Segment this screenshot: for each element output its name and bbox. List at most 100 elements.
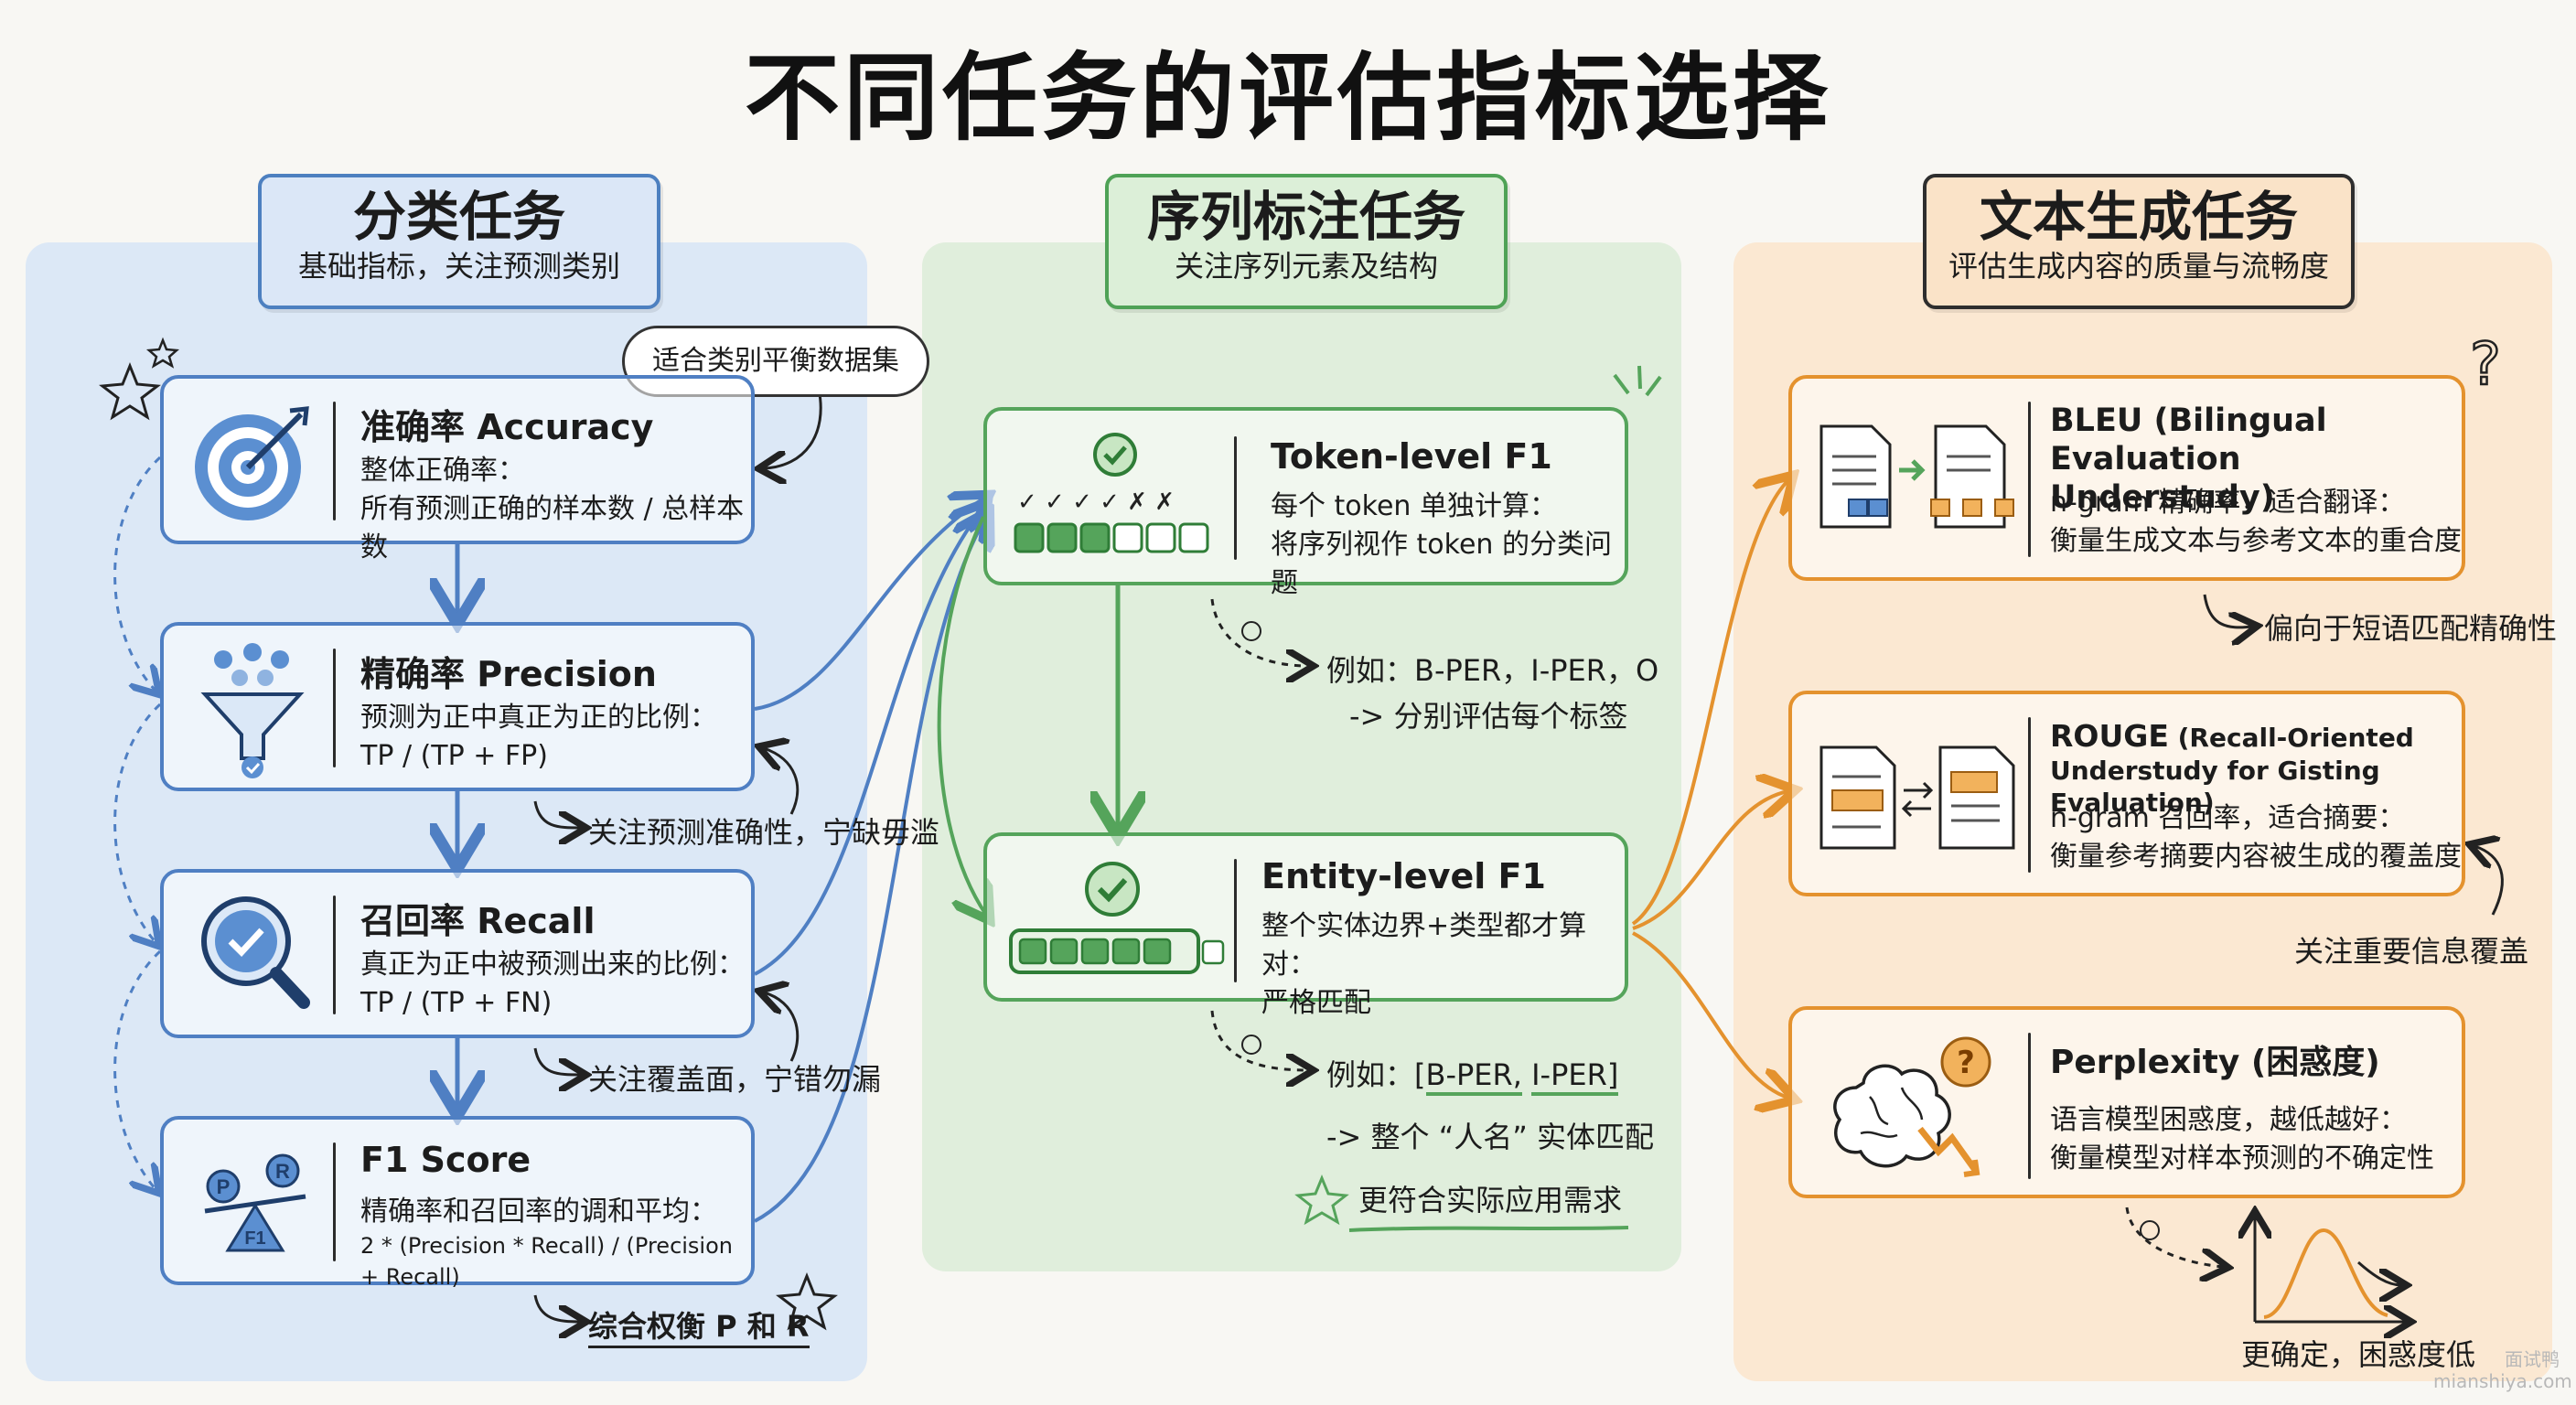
class-balance-bubble: 适合类别平衡数据集 (622, 326, 929, 397)
note-arrow-precision (533, 800, 581, 828)
f1-note: 综合权衡 P 和 R (588, 1303, 810, 1348)
precision-note: 关注预测准确性，宁缺毋滥 (588, 815, 940, 850)
r-label: R (275, 1160, 290, 1183)
recall-note: 关注覆盖面，宁错勿漏 (588, 1062, 882, 1097)
arrow-precision-token (754, 499, 983, 711)
arrow-f1-token (754, 517, 986, 1223)
rouge-title-main: ROUGE (2050, 718, 2169, 754)
rouge-title-suffix: (Recall-Oriented (2168, 723, 2414, 753)
target-icon (195, 406, 309, 520)
sequence-header-title: 序列标注任务 (1146, 186, 1465, 248)
bleu-card: BLEU (Bilingual Evaluation Understudy) n… (1788, 375, 2465, 581)
sequence-header: 序列标注任务 关注序列元素及结构 (1105, 174, 1508, 309)
dotted-arrow-2 (113, 702, 160, 942)
token-marks: ✓ ✓ ✓ ✓ ✗ ✗ (1017, 488, 1175, 516)
rouge-line1: n-gram 召回率，适合摘要： (2050, 802, 2406, 834)
note-arrow-f1 (533, 1294, 581, 1322)
note-arrow-rouge (2474, 846, 2504, 916)
generation-header-subtitle: 评估生成内容的质量与流畅度 (1948, 248, 2329, 284)
star-icon-f1 (776, 1271, 838, 1331)
recall-line1: 真正为正中被预测出来的比例： (360, 949, 745, 981)
token-example-line1: 例如：B-PER，I-PER，O (1326, 653, 1659, 688)
perplexity-line1: 语言模型困惑度，越低越好： (2050, 1104, 2407, 1136)
recall-title: 召回率 Recall (360, 901, 596, 941)
entity-example-line1: 例如：[B-PER, I-PER] (1326, 1052, 1619, 1096)
rouge-title-line2: Understudy for Gisting Evaluation) (2050, 756, 2380, 819)
token-grid-icon: ✓ ✓ ✓ ✓ ✗ ✗ (1014, 433, 1209, 553)
recall-card: 召回率 Recall 真正为正中被预测出来的比例： TP / (TP + FN) (160, 869, 755, 1038)
entity-f1-line2: 严格匹配 (1261, 987, 1371, 1019)
document-swap-icon (1819, 745, 2015, 850)
classification-header: 分类任务 基础指标，关注预测类别 (258, 174, 660, 309)
svg-text:?: ? (1957, 1045, 1975, 1081)
accuracy-card: 准确率 Accuracy 整体正确率： 所有预测正确的样本数 / 总样本数 (160, 375, 755, 563)
arrow-token-entity-curve (937, 516, 986, 915)
rouge-card: ROUGE (Recall-Oriented Understudy for Gi… (1788, 691, 2465, 896)
f1-title: F1 Score (360, 1140, 531, 1180)
rouge-note: 关注重要信息覆盖 (2294, 934, 2529, 969)
token-f1-title: Token-level F1 (1271, 436, 1552, 477)
f1-line1: 精确率和召回率的调和平均： (360, 1196, 717, 1228)
sequence-header-subtitle: 关注序列元素及结构 (1174, 248, 1438, 284)
token-f1-line2: 将序列视作 token 的分类问题 (1271, 529, 1612, 599)
perplexity-card: ? Perplexity (困惑度) 语言模型困惑度，越低越好： 衡量模型对样本… (1788, 1006, 2465, 1198)
distribution-curve (2263, 1228, 2388, 1319)
recall-line2: TP / (TP + FN) (360, 987, 553, 1019)
precision-title: 精确率 Precision (360, 654, 657, 694)
generation-header: 文本生成任务 评估生成内容的质量与流畅度 (1923, 174, 2355, 309)
p-label: P (217, 1175, 231, 1198)
magnifier-check-icon (201, 896, 310, 1009)
document-compare-icon (1819, 424, 2014, 529)
funnel-icon (200, 643, 305, 778)
classification-header-subtitle: 基础指标，关注预测类别 (297, 248, 620, 284)
entity-example-tag1: B-PER, (1425, 1057, 1522, 1096)
generation-header-title: 文本生成任务 (1979, 186, 2298, 248)
perplexity-title: Perplexity (困惑度) (2050, 1044, 2380, 1081)
entity-f1-title: Entity-level F1 (1261, 856, 1546, 896)
dotted-arrow-1 (113, 456, 160, 691)
token-f1-line1: 每个 token 单独计算： (1271, 490, 1557, 522)
entity-example-line2: -> 整个 “人名” 实体匹配 (1326, 1120, 1655, 1154)
star-icon (99, 361, 161, 421)
perplexity-line2: 衡量模型对样本预测的不确定性 (2050, 1142, 2434, 1174)
entity-bar-icon (1009, 862, 1225, 974)
bleu-note: 偏向于短语匹配精确性 (2264, 611, 2558, 646)
entity-f1-line1: 整个实体边界+类型都才算对： (1261, 910, 1587, 981)
star-icon-green (1294, 1174, 1349, 1226)
f1-card: P R F1 F1 Score 精确率和召回率的调和平均： 2 * (Preci… (160, 1116, 755, 1290)
note-arrow-precision-up (764, 748, 800, 815)
question-mark-doodle: ? (2470, 331, 2501, 399)
rouge-line2: 衡量参考摘要内容被生成的覆盖度 (2050, 841, 2462, 873)
arrow-entity-rouge (1632, 791, 1788, 930)
practical-highlight: 更符合实际应用需求 (1358, 1183, 1623, 1217)
brain-question-icon: ? (1833, 1036, 1991, 1177)
arrow-recall-token (754, 508, 983, 976)
page-title: 不同任务的评估指标选择 (744, 42, 1831, 154)
note-arrow-recall (533, 1047, 581, 1075)
accuracy-title: 准确率 Accuracy (360, 407, 654, 447)
note-arrow-example1 (1210, 598, 1308, 666)
watermark-line2: mianshiya.com (2433, 1370, 2572, 1392)
token-example-line2: -> 分别评估每个标签 (1349, 699, 1628, 734)
arrow-entity-bleu (1631, 480, 1788, 926)
bleu-title: BLEU (Bilingual Evaluation Understudy) (2050, 402, 2462, 517)
perplexity-note: 更确定，困惑度低 (2241, 1337, 2476, 1372)
note-arrow-recall-up (764, 992, 800, 1062)
accuracy-line1: 整体正确率： (360, 455, 525, 487)
bleu-title-line2: Understudy) (2050, 479, 2275, 516)
precision-card: 精确率 Precision 预测为正中真正为正的比例： TP / (TP + F… (160, 622, 755, 791)
balance-scale-icon: P R F1 (204, 1153, 306, 1252)
note-arrow-example2 (1210, 1010, 1308, 1070)
classification-header-title: 分类任务 (352, 186, 565, 248)
entity-example-bracket: [ (1414, 1057, 1426, 1092)
f1-label: F1 (244, 1228, 265, 1249)
note-arrow-bleu (2203, 594, 2252, 627)
accuracy-line2: 所有预测正确的样本数 / 总样本数 (360, 493, 745, 563)
star-icon-small (145, 337, 180, 369)
bleu-line1: n-gram 精确率，适合翻译： (2050, 487, 2406, 519)
note-arrow-perplexity (2125, 1207, 2223, 1267)
entity-example-tag2: I-PER] (1531, 1057, 1619, 1096)
bleu-line2: 衡量生成文本与参考文本的重合度 (2050, 525, 2462, 557)
f1-line2: 2 * (Precision * Recall) / (Precision + … (360, 1233, 733, 1290)
